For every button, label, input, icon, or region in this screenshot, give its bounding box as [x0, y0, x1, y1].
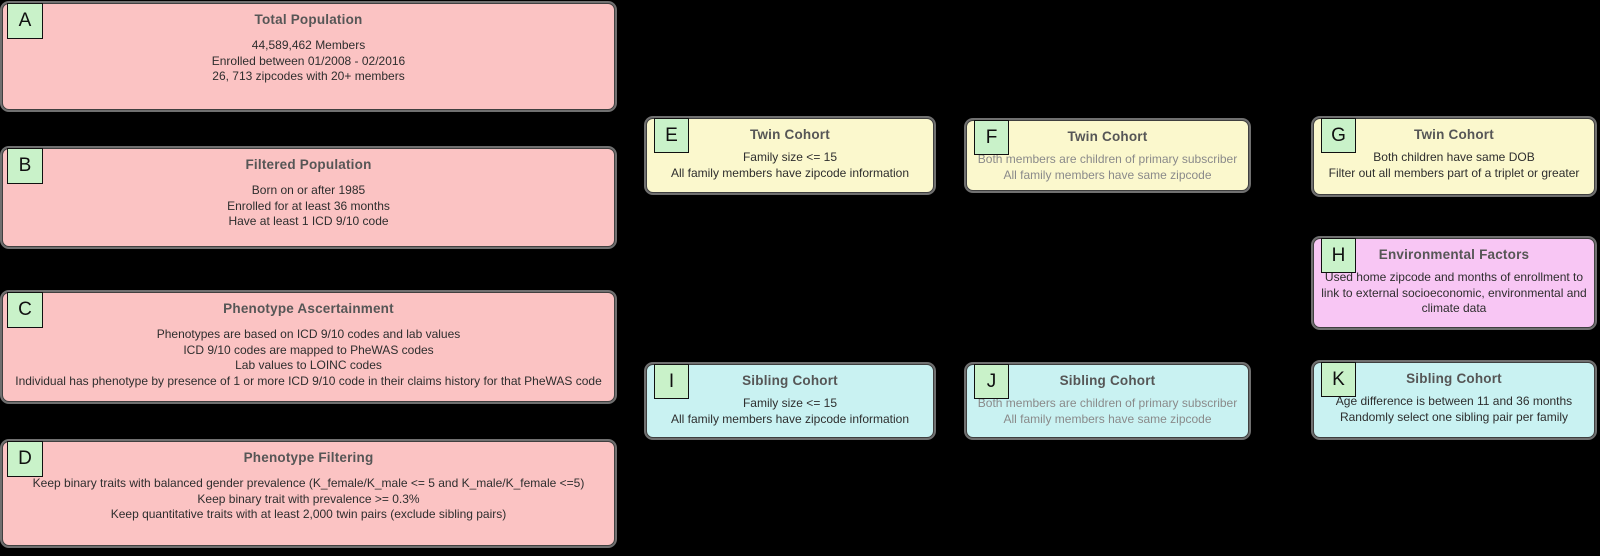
node-body-line: All family members have zipcode informat… — [670, 411, 910, 426]
node-body-line: Both members are children of primary sub… — [977, 396, 1238, 410]
node-letter-badge-f: F — [974, 120, 1009, 155]
node-title: Environmental Factors — [1378, 247, 1530, 262]
node-body-line: Have at least 1 ICD 9/10 code — [228, 214, 389, 228]
node-body-line: All family members have same zipcode — [1003, 167, 1212, 182]
node-body-line: Enrolled for at least 36 months — [227, 198, 390, 213]
node-body-line: Keep binary traits with balanced gender … — [32, 476, 585, 490]
node-letter-badge-b: B — [7, 148, 43, 184]
node-body-line: climate data — [1421, 301, 1487, 315]
node-body-line: Phenotypes are based on ICD 9/10 codes a… — [156, 327, 461, 341]
node-letter-badge-d: D — [7, 441, 43, 477]
node-letter-badge-k: K — [1321, 362, 1356, 397]
node-title: Sibling Cohort — [742, 373, 838, 388]
node-body-line: link to external socioeconomic, environm… — [1321, 285, 1587, 300]
node-body-line: Individual has phenotype by presence of … — [15, 373, 602, 388]
node-body-line: Filter out all members part of a triplet… — [1328, 165, 1580, 180]
node-body-line: Keep binary trait with prevalence >= 0.3… — [197, 491, 420, 506]
node-body-line: Both members are children of primary sub… — [977, 152, 1238, 166]
node-body: Age difference is between 11 and 36 mont… — [1314, 394, 1594, 425]
node-body-line: Keep quantitative traits with at least 2… — [110, 507, 507, 521]
node-body-line: All family members have zipcode informat… — [670, 165, 910, 180]
node-body-line: Lab values to LOINC codes — [235, 358, 382, 372]
node-body-line: 26, 713 zipcodes with 20+ members — [212, 69, 405, 83]
node-body: Used home zipcode and months of enrollme… — [1314, 270, 1594, 317]
node-letter-badge-j: J — [974, 364, 1009, 399]
node-letter-badge-g: G — [1321, 118, 1356, 153]
node-title: Phenotype Ascertainment — [223, 301, 394, 316]
node-title: Phenotype Filtering — [243, 450, 374, 465]
node-body-line: Randomly select one sibling pair per fam… — [1339, 409, 1569, 424]
node-body-line: Enrolled between 01/2008 - 02/2016 — [211, 53, 406, 68]
node-title: Total Population — [254, 12, 363, 27]
node-title: Sibling Cohort — [1059, 373, 1156, 388]
node-body-line: Age difference is between 11 and 36 mont… — [1335, 394, 1573, 408]
node-body: Keep binary traits with balanced gender … — [3, 476, 614, 523]
node-letter-badge-c: C — [7, 292, 43, 328]
node-body-line: Family size <= 15 — [742, 150, 838, 164]
node-title: Filtered Population — [245, 157, 372, 172]
node-title: Twin Cohort — [1414, 127, 1494, 142]
node-body: Phenotypes are based on ICD 9/10 codes a… — [3, 327, 614, 389]
node-letter-badge-e: E — [654, 118, 689, 153]
node-body-line: Both children have same DOB — [1373, 150, 1535, 164]
node-body-line: Family size <= 15 — [742, 396, 838, 410]
node-body-line: ICD 9/10 codes are mapped to PheWAS code… — [183, 342, 434, 357]
node-body-line: Born on or after 1985 — [251, 183, 366, 197]
node-body-line: Used home zipcode and months of enrollme… — [1324, 270, 1584, 284]
node-body-line: 44,589,462 Members — [251, 38, 366, 52]
node-body-line: All family members have same zipcode — [1003, 411, 1212, 426]
node-body: Both members are children of primary sub… — [967, 396, 1248, 427]
node-title: Twin Cohort — [750, 127, 830, 142]
node-body: Both members are children of primary sub… — [967, 152, 1248, 183]
node-letter-badge-a: A — [7, 3, 43, 39]
node-letter-badge-i: I — [654, 364, 689, 399]
node-title: Twin Cohort — [1067, 129, 1148, 144]
node-title: Sibling Cohort — [1406, 371, 1502, 386]
node-letter-badge-h: H — [1321, 238, 1356, 273]
